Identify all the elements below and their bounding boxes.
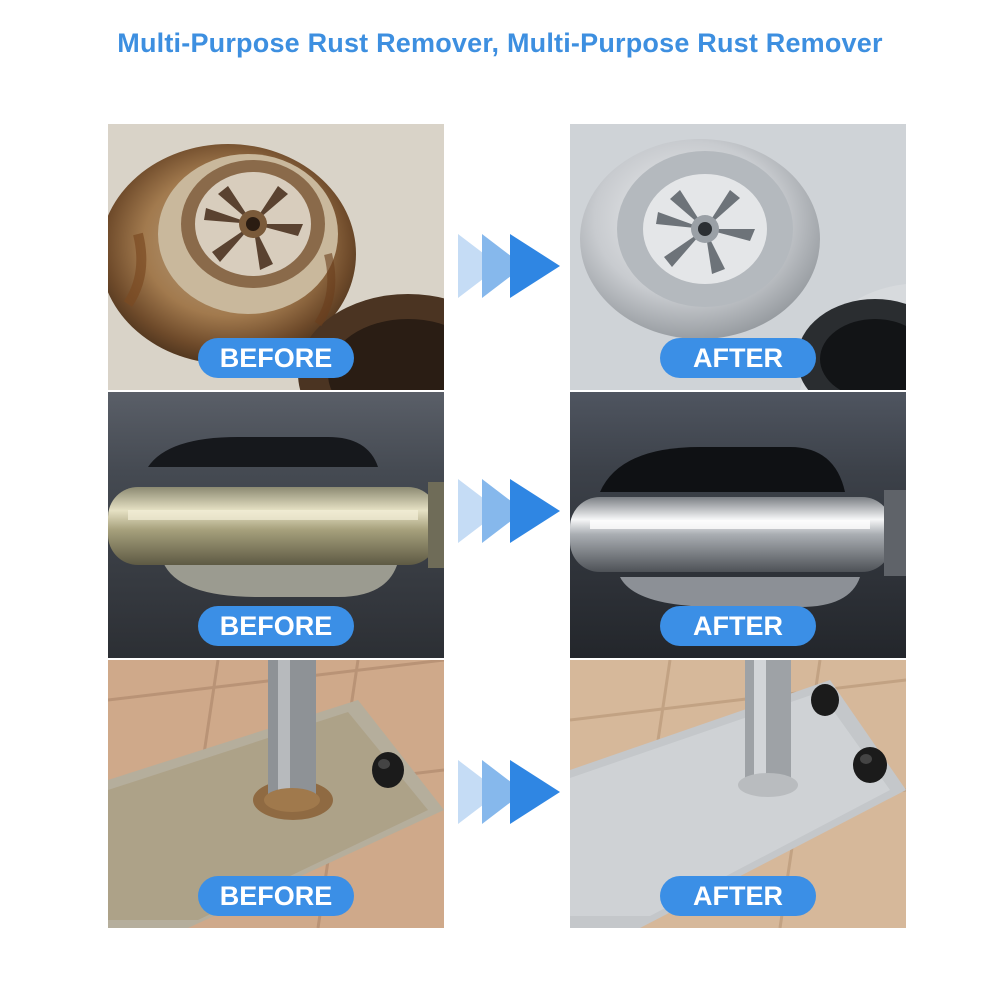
triple-chevron-arrow-icon xyxy=(458,234,560,298)
before-photo-post: BEFORE xyxy=(108,660,444,928)
before-badge: BEFORE xyxy=(198,606,354,646)
triple-chevron-arrow-icon xyxy=(458,479,560,543)
page-title: Multi-Purpose Rust Remover, Multi-Purpos… xyxy=(117,28,883,58)
after-photo-handle: AFTER xyxy=(570,392,906,658)
after-badge: AFTER xyxy=(660,338,816,378)
before-badge: BEFORE xyxy=(198,338,354,378)
before-photo-drain: BEFORE xyxy=(108,124,444,390)
after-photo-drain: AFTER xyxy=(570,124,906,390)
before-photo-handle: BEFORE xyxy=(108,392,444,658)
after-photo-post: AFTER xyxy=(570,660,906,928)
after-badge: AFTER xyxy=(660,876,816,916)
before-badge: BEFORE xyxy=(198,876,354,916)
triple-chevron-arrow-icon xyxy=(458,760,560,824)
after-badge: AFTER xyxy=(660,606,816,646)
